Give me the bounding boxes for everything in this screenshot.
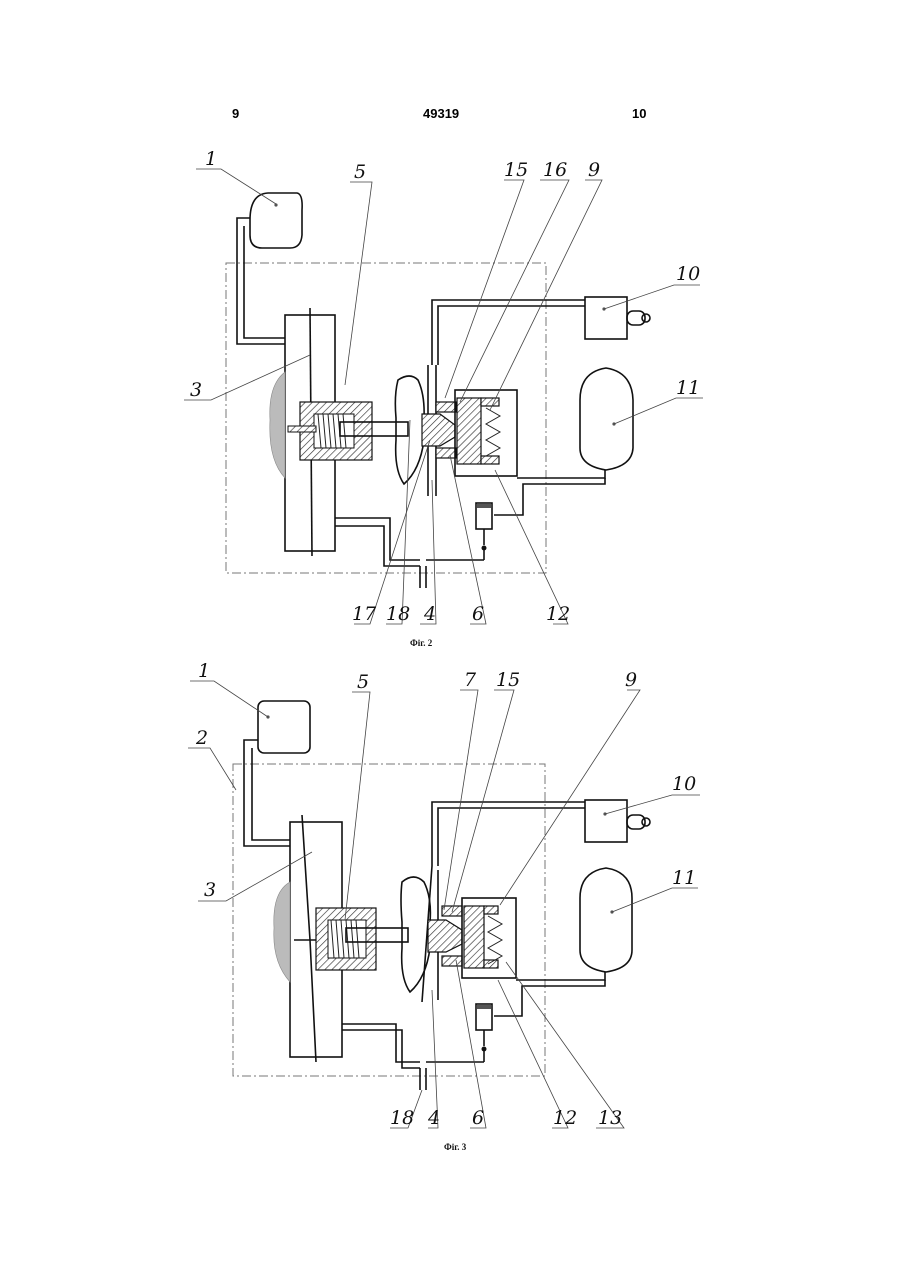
leader-lines	[188, 681, 700, 1128]
leader-lines	[184, 169, 703, 624]
pipe-receiver-to-sensor	[494, 980, 605, 1016]
spring-9	[488, 916, 502, 964]
valve-seat-bottom	[436, 448, 456, 458]
label-16: 16	[543, 159, 567, 181]
valve-spool-3	[302, 815, 316, 1062]
label-3: 3	[190, 379, 202, 401]
label-3: 3	[204, 879, 216, 901]
label-2: 2	[195, 727, 208, 749]
receiver-11	[580, 868, 632, 972]
page-number-left: 9	[232, 106, 239, 121]
spring-9	[486, 408, 500, 456]
label-13: 13	[598, 1107, 622, 1129]
figure-3-drawing: 1 2 5 7 15 9 10 3 11 18 4 6 12 13 Фіг. 3	[0, 660, 901, 1160]
label-12: 12	[546, 603, 570, 625]
label-4: 4	[427, 1107, 440, 1129]
figure-3: 1 2 5 7 15 9 10 3 11 18 4 6 12 13 Фіг. 3	[0, 660, 901, 1160]
label-9: 9	[588, 159, 600, 181]
label-12: 12	[553, 1107, 577, 1129]
label-11: 11	[676, 377, 700, 399]
pipe-tank-to-valve-inner	[252, 748, 290, 840]
label-1: 1	[205, 150, 217, 170]
label-4: 4	[423, 603, 436, 625]
tank-1	[258, 701, 310, 753]
label-11: 11	[672, 867, 696, 889]
label-5: 5	[354, 161, 366, 183]
pipe-tank-to-valve-inner	[244, 226, 285, 338]
valve-cone	[428, 920, 462, 952]
pipe-valve-to-drain	[335, 518, 420, 560]
label-1: 1	[198, 660, 210, 682]
label-9: 9	[625, 669, 637, 691]
label-6: 6	[472, 603, 484, 625]
figure-2: 1 5 15 16 9 10 3 11 17 18 4 6 12 Фіг. 2	[0, 150, 901, 650]
label-6: 6	[472, 1107, 484, 1129]
label-10: 10	[676, 263, 700, 285]
label-10: 10	[672, 773, 696, 795]
pipe-receiver-to-sensor	[494, 478, 605, 515]
figure-3-caption: Фіг. 3	[444, 1142, 467, 1152]
tank-1	[250, 193, 302, 248]
label-7: 7	[464, 669, 477, 691]
patent-number: 49319	[423, 106, 459, 121]
pipe-to-actuator	[432, 802, 585, 866]
valve-seat-top	[436, 402, 456, 412]
label-15: 15	[504, 159, 528, 181]
valve-cone-17	[422, 414, 455, 446]
piston-6	[457, 398, 481, 464]
page-number-right: 10	[632, 106, 646, 121]
label-5: 5	[357, 671, 369, 693]
label-15: 15	[496, 669, 520, 691]
piston-6	[464, 906, 484, 968]
pipe-to-actuator	[432, 300, 585, 365]
label-18: 18	[390, 1107, 414, 1129]
pipe-to-actuator-inner	[438, 808, 585, 866]
mounting-flange	[274, 882, 290, 982]
pipe-receiver-to-cylinder	[516, 972, 605, 980]
valve-casing-4	[401, 877, 430, 992]
label-18: 18	[386, 603, 410, 625]
figure-2-drawing: 1 5 15 16 9 10 3 11 17 18 4 6 12 Фіг. 2	[0, 150, 901, 650]
mounting-flange	[270, 372, 285, 478]
actuator-10	[585, 800, 627, 842]
pipe-receiver-to-cylinder	[517, 470, 605, 478]
label-17: 17	[352, 603, 377, 625]
figure-2-caption: Фіг. 2	[410, 638, 433, 648]
pipe-tank-to-valve	[244, 740, 290, 846]
